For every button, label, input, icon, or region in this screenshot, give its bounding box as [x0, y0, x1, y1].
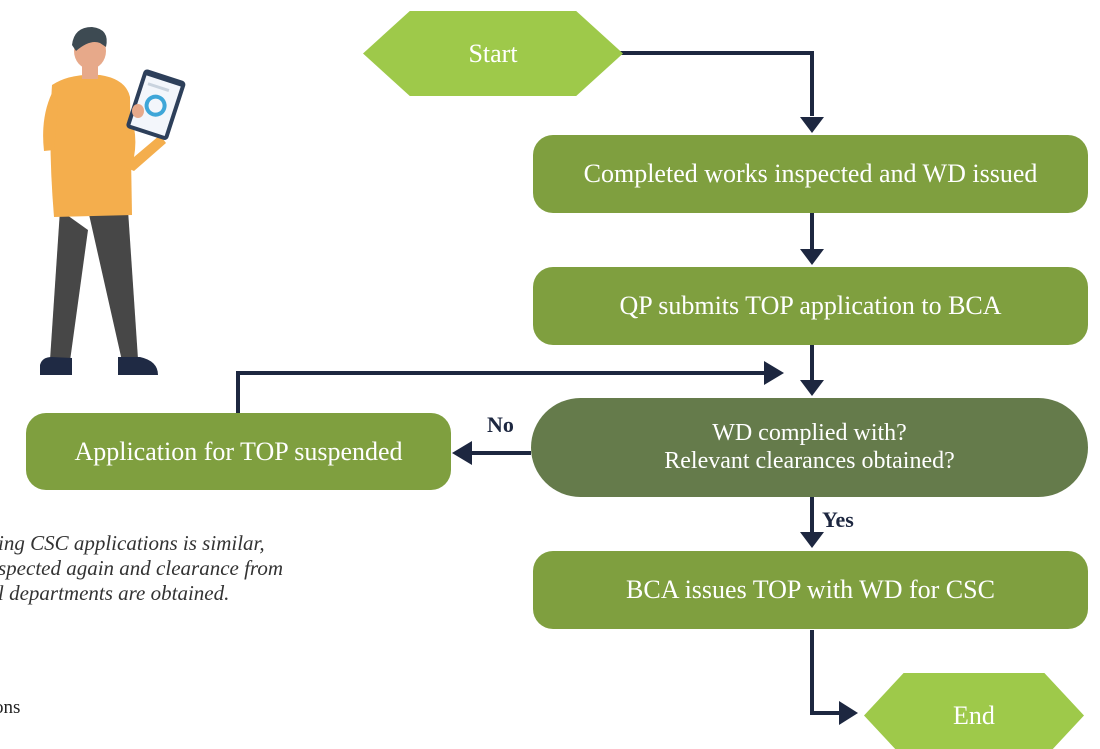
decision-compliance: WD complied with? Relevant clearances ob…: [531, 398, 1088, 497]
note-line-3: l departments are obtained.: [0, 581, 230, 606]
arrowhead-decision-no: [452, 441, 472, 465]
process-suspended-label: Application for TOP suspended: [74, 436, 403, 466]
person-left-shoe: [40, 357, 72, 375]
arrowhead-start-to-inspect: [800, 117, 824, 133]
person-left-leg: [50, 210, 88, 361]
end-label: End: [953, 700, 995, 730]
note-line-2: spected again and clearance from: [0, 556, 283, 581]
process-issue-label: BCA issues TOP with WD for CSC: [626, 575, 995, 605]
person-with-clipboard-icon: [40, 27, 186, 375]
process-submit: QP submits TOP application to BCA: [533, 267, 1088, 345]
process-issue: BCA issues TOP with WD for CSC: [533, 551, 1088, 629]
process-inspect: Completed works inspected and WD issued: [533, 135, 1088, 213]
person-shirt: [50, 74, 132, 217]
clipboard-line: [147, 82, 170, 92]
cropped-footer-text: ons: [0, 697, 21, 718]
edge-label-no: No: [487, 412, 514, 437]
person-hand: [132, 104, 144, 118]
arrowhead-submit-to-decision: [800, 380, 824, 396]
connector-suspended-loop: [236, 371, 765, 413]
arrowhead-issue-to-end: [839, 701, 858, 725]
person-right-leg: [88, 210, 138, 361]
note-line-1: ing CSC applications is similar,: [0, 531, 265, 555]
person-right-arm: [120, 91, 166, 171]
connector-start-to-inspect: [620, 51, 814, 116]
edge-label-yes: Yes: [822, 507, 854, 532]
end-terminal: End: [864, 673, 1084, 749]
arrowhead-suspended-loop: [764, 361, 784, 385]
start-terminal: Start: [363, 11, 623, 96]
process-inspect-label: Completed works inspected and WD issued: [583, 159, 1038, 189]
process-suspended: Application for TOP suspended: [26, 413, 451, 490]
decision-line1: WD complied with?: [712, 419, 907, 446]
note-text: ing CSC applications is similar, spected…: [0, 531, 360, 607]
start-label: Start: [468, 38, 518, 68]
arrowhead-inspect-to-submit: [800, 249, 824, 265]
process-submit-label: QP submits TOP application to BCA: [619, 291, 1002, 321]
person-left-arm: [43, 89, 58, 151]
arrowhead-decision-yes: [800, 532, 824, 548]
person-hair: [72, 27, 107, 51]
connector-issue-to-end: [810, 630, 840, 715]
decision-line2: Relevant clearances obtained?: [664, 447, 955, 474]
person-right-shoe: [118, 357, 158, 375]
clipboard-chart: [144, 94, 167, 117]
